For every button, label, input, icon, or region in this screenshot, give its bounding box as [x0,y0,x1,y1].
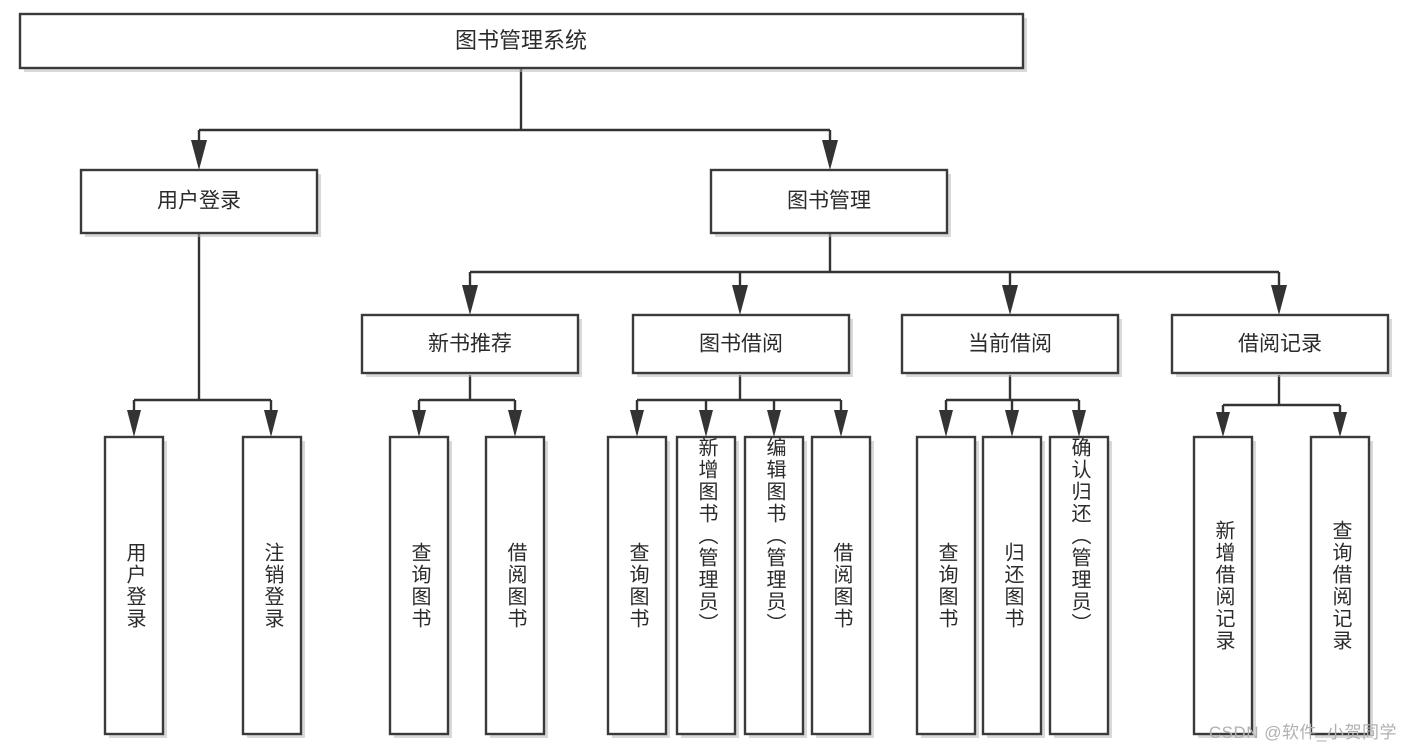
leaf-cb-query-box[interactable] [915,435,977,736]
arrow-head-newbook-leaf1 [412,410,426,437]
book-manage-node-label: 图书管理 [787,190,871,213]
leaf-bb-add-box[interactable] [675,435,737,736]
current-borrow-node-label: 当前借阅 [968,333,1052,356]
arrow-head-newbook-recommend [462,285,478,315]
leaf-br-add-box[interactable] [1192,435,1254,736]
arrow-head-book-borrow [732,285,748,315]
leaf-bb-borrow-box[interactable] [810,435,872,736]
borrow-record-node-box[interactable] [1170,313,1390,375]
arrow-head-bookborrow-leaf4 [834,410,848,437]
leaf-bb-edit-box[interactable] [743,435,805,736]
arrow-head-current-borrow [1002,285,1018,315]
book-borrow-node-label: 图书借阅 [699,333,783,356]
arrow-head-userlogin-leaf1 [127,410,141,437]
user-login-node-box[interactable] [79,168,319,235]
arrow-head-userlogin-leaf2 [264,410,278,437]
new-book-recommend-node-box[interactable] [360,313,580,375]
watermark-label: CSDN @软件_小贺同学 [1208,723,1397,742]
leaf-user-login-box[interactable] [103,435,165,736]
leaf-br-query-box[interactable] [1309,435,1371,736]
leaf-cb-confirm-box[interactable] [1048,435,1110,736]
arrow-head-currentborrow-leaf1 [939,410,953,437]
leaf-nb-query-box[interactable] [388,435,450,736]
connector-layer [127,68,1347,437]
arrow-head-currentborrow-leaf3 [1072,410,1086,437]
borrow-record-node-label: 借阅记录 [1238,333,1322,356]
root-node-box[interactable] [18,12,1025,70]
arrow-head-bookborrow-leaf2 [699,410,713,437]
leaf-cb-return-box[interactable] [981,435,1043,736]
arrow-head-bookborrow-leaf3 [767,410,781,437]
leaf-bb-query-box[interactable] [606,435,668,736]
book-manage-node-box[interactable] [709,168,949,235]
root-node-label: 图书管理系统 [455,28,587,53]
arrow-head-borrow-record [1271,285,1287,315]
node-layer: 图书管理系统 用户登录 图书管理 新书推荐 图书借阅 当前借阅 借阅记录 [18,12,1392,738]
arrow-head-user-login [191,140,207,170]
leaf-logout-box[interactable] [241,435,303,736]
arrow-head-currentborrow-leaf2 [1005,410,1019,437]
user-login-node-label: 用户登录 [157,190,241,213]
arrow-head-borrowrecord-leaf2 [1333,412,1347,437]
current-borrow-node-box[interactable] [900,313,1120,375]
book-borrow-node-box[interactable] [631,313,851,375]
leaf-nb-borrow-box[interactable] [484,435,546,736]
new-book-recommend-node-label: 新书推荐 [428,333,512,356]
arrow-head-book-manage [822,140,838,170]
arrow-head-bookborrow-leaf1 [630,410,644,437]
arrow-head-newbook-leaf2 [508,410,522,437]
arrow-head-borrowrecord-leaf1 [1216,412,1230,437]
